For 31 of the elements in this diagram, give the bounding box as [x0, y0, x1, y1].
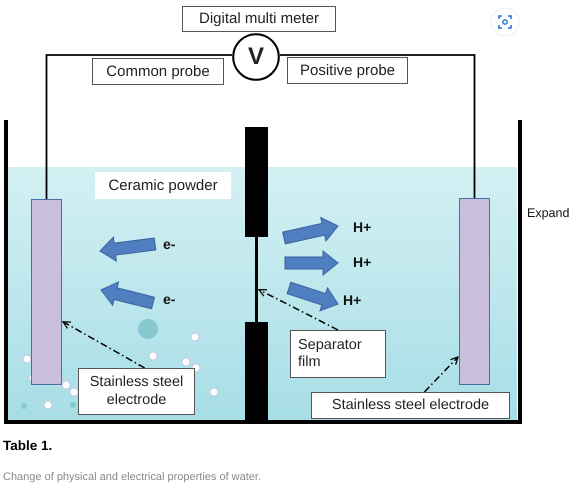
expand-label: Expand: [527, 206, 570, 220]
probe-label-box: [287, 57, 408, 84]
label-text: Positive probe: [300, 62, 396, 80]
electron-label: e-: [163, 236, 176, 252]
electron-label: e-: [163, 291, 176, 307]
caption: Change of physical and electrical properties of water.: [3, 471, 262, 483]
electrode-plate: [459, 198, 490, 385]
label-text: Stainless steel electrode: [332, 396, 490, 414]
meter-label-box: [182, 6, 336, 32]
callout-box: [78, 368, 195, 415]
wire: [46, 54, 232, 199]
leader-line: [424, 356, 459, 393]
label-text: Digital multi meter: [198, 10, 320, 28]
label-text: Separator film: [298, 336, 363, 372]
leader-line: [62, 321, 146, 369]
powder-label-box: [95, 172, 231, 199]
voltmeter-symbol-text: V: [248, 42, 264, 72]
separator-film: [255, 237, 258, 322]
electrode-plate: [31, 199, 62, 385]
wire: [280, 54, 476, 198]
ion-label: H+: [353, 254, 372, 270]
label-text: Common probe: [106, 62, 210, 80]
table-title: Table 1.: [3, 438, 52, 453]
callout-box: [290, 330, 386, 378]
leader-line: [258, 289, 338, 331]
label-text: Ceramic powder: [108, 176, 218, 194]
label-text: Stainless steel electrode: [88, 374, 184, 409]
ion-label: H+: [343, 292, 362, 308]
ion-label: H+: [353, 219, 372, 235]
callout-box: [311, 392, 510, 419]
probe-label-box: [92, 58, 224, 85]
